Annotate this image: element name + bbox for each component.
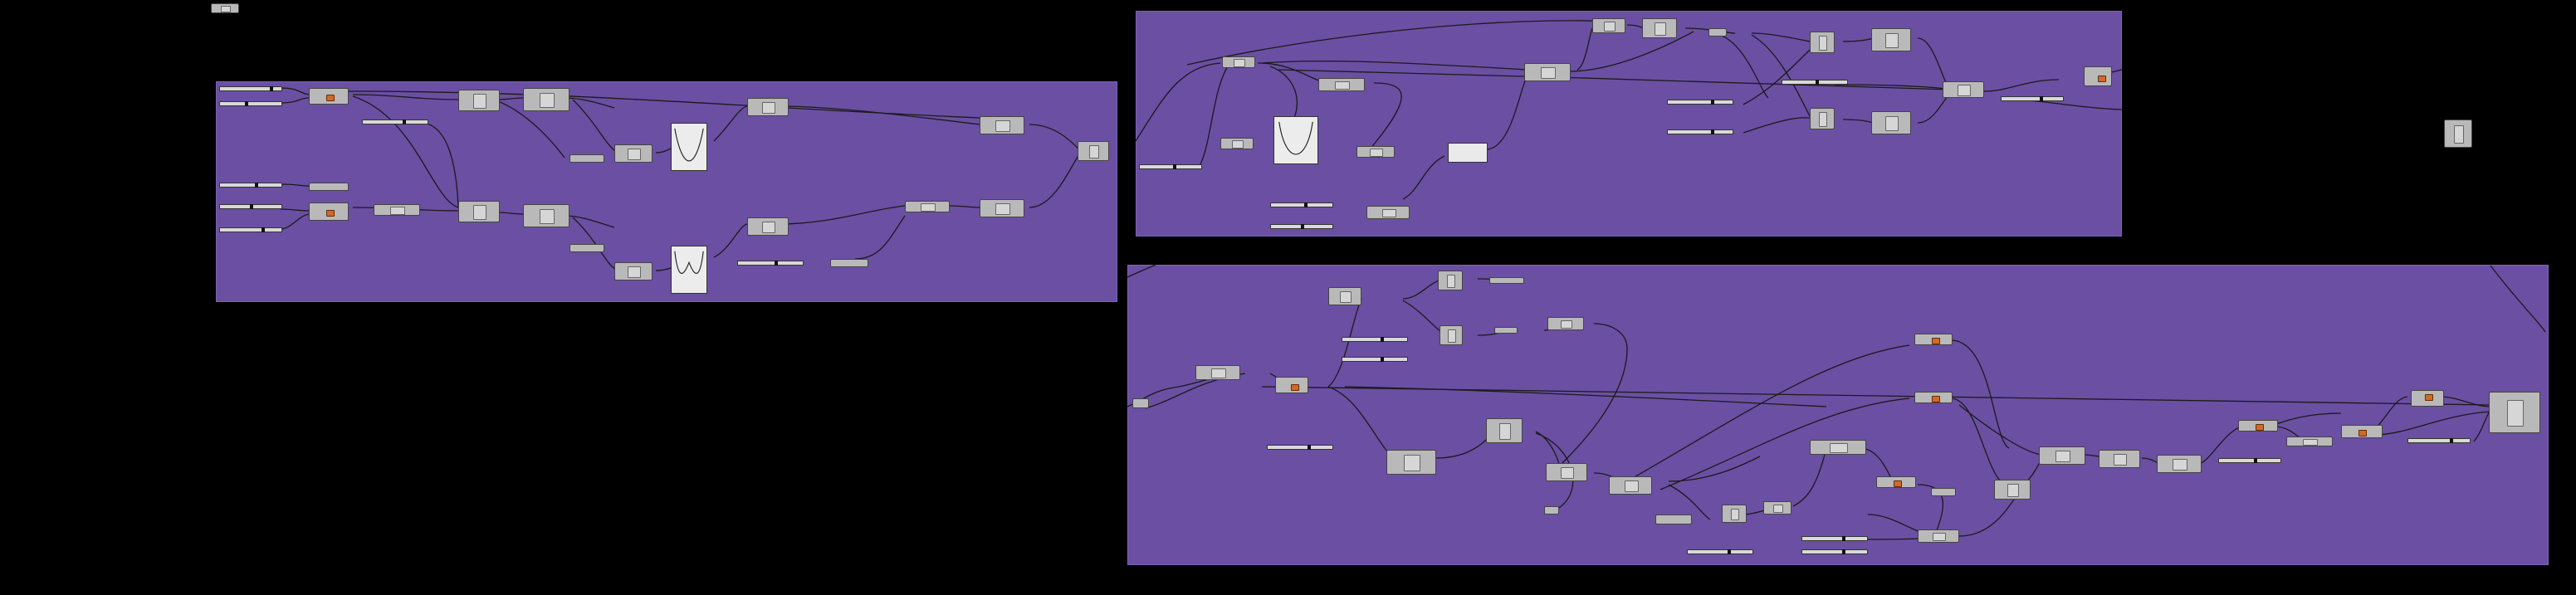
graph-mapper-b1[interactable]: [1273, 116, 1318, 164]
component-node-a10[interactable]: [569, 244, 604, 252]
component-node-b12[interactable]: [1871, 28, 1911, 51]
component-node-c6[interactable]: [1440, 325, 1463, 345]
component-node-a3[interactable]: [309, 202, 349, 221]
component-node-c28[interactable]: [2238, 420, 2278, 432]
component-node-c8[interactable]: [1494, 327, 1518, 334]
slider-a5[interactable]: [219, 227, 282, 232]
slider-c1[interactable]: [1267, 445, 1333, 450]
component-node-c12[interactable]: [1546, 463, 1587, 481]
component-node-b8[interactable]: [1642, 18, 1677, 38]
component-node-a11[interactable]: [614, 144, 653, 163]
component-node-a4[interactable]: [374, 204, 420, 216]
slider-c7[interactable]: [2218, 458, 2281, 463]
component-node-b15[interactable]: [2084, 66, 2112, 86]
component-node-b9[interactable]: [1708, 28, 1727, 37]
slider-a2[interactable]: [219, 101, 282, 106]
component-node-c9[interactable]: [1547, 317, 1584, 330]
component-node-a18[interactable]: [980, 199, 1024, 217]
component-node-c21[interactable]: [1914, 392, 1953, 403]
component-node-c5[interactable]: [1438, 271, 1463, 290]
slider-a6[interactable]: [362, 119, 428, 124]
component-node-a13[interactable]: [747, 98, 789, 116]
slider-a7[interactable]: [737, 261, 804, 266]
slider-c2[interactable]: [1342, 337, 1408, 342]
component-node-b14[interactable]: [1943, 81, 1984, 98]
component-node-c32[interactable]: [2489, 392, 2540, 433]
component-node-c29[interactable]: [2286, 436, 2333, 446]
component-node-a19[interactable]: [1078, 141, 1109, 161]
component-node-b1[interactable]: [1222, 56, 1255, 68]
component-node-c13[interactable]: [1544, 506, 1559, 515]
component-node-a15[interactable]: [830, 259, 868, 267]
slider-c3[interactable]: [1342, 357, 1408, 362]
slider-b1[interactable]: [1139, 164, 1202, 169]
component-node-b3[interactable]: [1318, 78, 1365, 91]
component-node-c23[interactable]: [1931, 488, 1956, 496]
group-a[interactable]: [216, 81, 1117, 302]
component-node-c17[interactable]: [1763, 501, 1791, 515]
component-node-a6[interactable]: [458, 201, 500, 222]
component-node-c14[interactable]: [1609, 476, 1652, 495]
slider-b4[interactable]: [1667, 100, 1733, 105]
component-node-a5[interactable]: [458, 90, 500, 111]
slider-b2[interactable]: [1270, 202, 1333, 207]
component-node-a12[interactable]: [614, 262, 653, 280]
component-node-a8[interactable]: [523, 204, 569, 227]
component-node-c26[interactable]: [2099, 450, 2140, 468]
slider-a3[interactable]: [219, 183, 282, 188]
slider-c4[interactable]: [1801, 536, 1868, 541]
component-node-c1[interactable]: [1132, 398, 1149, 408]
component-node-b2[interactable]: [1220, 138, 1254, 149]
slider-a4[interactable]: [219, 204, 282, 209]
component-node-c22[interactable]: [1918, 529, 1959, 543]
floating-node-top-left[interactable]: [211, 3, 239, 13]
lone-node-right[interactable]: [2444, 119, 2472, 148]
component-node-c3[interactable]: [1275, 377, 1308, 393]
component-node-a7[interactable]: [523, 88, 569, 111]
component-node-a9[interactable]: [569, 154, 604, 163]
component-node-b7[interactable]: [1592, 18, 1625, 33]
component-node-c2[interactable]: [1195, 365, 1240, 380]
slider-c6[interactable]: [1687, 549, 1753, 554]
component-node-c11[interactable]: [1486, 418, 1523, 443]
group-c[interactable]: [1127, 265, 2549, 565]
component-node-c25[interactable]: [2039, 446, 2085, 465]
component-node-b6[interactable]: [1524, 63, 1571, 81]
slider-c5[interactable]: [1801, 549, 1868, 554]
component-node-a16[interactable]: [905, 201, 950, 212]
slider-c8[interactable]: [2407, 438, 2471, 443]
component-node-c18[interactable]: [1810, 440, 1866, 455]
panel-b1[interactable]: [1448, 143, 1488, 163]
component-node-b10[interactable]: [1810, 32, 1835, 53]
component-node-c24[interactable]: [1994, 480, 2031, 500]
component-node-b13[interactable]: [1871, 111, 1911, 134]
component-node-c15[interactable]: [1655, 515, 1692, 524]
component-node-c19[interactable]: [1876, 476, 1916, 488]
component-node-c30[interactable]: [2341, 425, 2383, 438]
component-node-a2[interactable]: [309, 183, 349, 191]
slider-b7[interactable]: [2001, 96, 2064, 101]
component-node-c4[interactable]: [1328, 287, 1361, 305]
component-node-b4[interactable]: [1356, 146, 1395, 158]
slider-a1[interactable]: [219, 86, 282, 91]
component-node-c20[interactable]: [1914, 334, 1953, 345]
slider-b6[interactable]: [1782, 80, 1848, 85]
component-node-c27[interactable]: [2157, 455, 2202, 473]
graph-mapper-a1[interactable]: [671, 123, 707, 171]
component-node-a17[interactable]: [980, 116, 1024, 134]
component-node-b11[interactable]: [1810, 108, 1835, 129]
component-node-c16[interactable]: [1722, 505, 1747, 523]
component-node-c10[interactable]: [1386, 450, 1436, 475]
component-node-c7[interactable]: [1489, 277, 1524, 284]
component-node-a14[interactable]: [747, 217, 789, 236]
slider-b3[interactable]: [1270, 224, 1333, 229]
component-node-a1[interactable]: [309, 88, 349, 105]
component-node-b5[interactable]: [1366, 206, 1410, 219]
slider-b5[interactable]: [1667, 129, 1733, 134]
component-node-c31[interactable]: [2411, 390, 2444, 407]
graph-mapper-a2[interactable]: [671, 246, 707, 294]
